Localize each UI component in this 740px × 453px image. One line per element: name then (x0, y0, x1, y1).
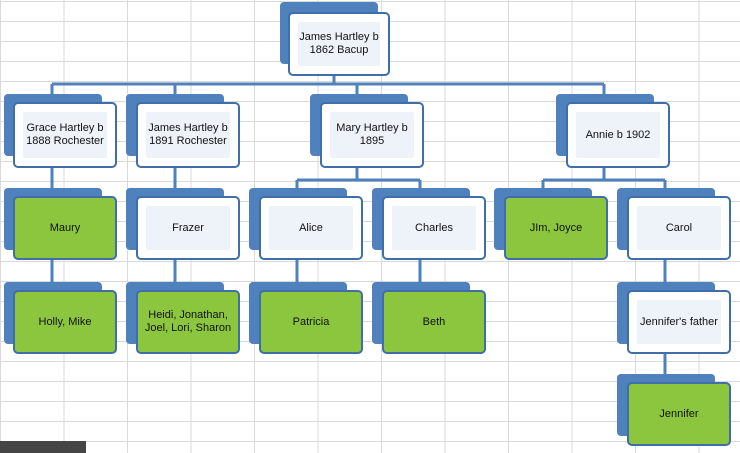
dark-overlay-bar (0, 441, 86, 453)
node-label: Patricia (292, 315, 330, 328)
node-label: Charles (415, 221, 453, 234)
node-label: Maury (49, 221, 81, 234)
node-label: Carol (665, 221, 693, 234)
node-label: Grace Hartley b 1888 Rochester (26, 122, 104, 147)
node-label: James Hartley b 1862 Bacup (299, 31, 379, 56)
node-label: Jennifer's father (640, 315, 718, 328)
node-label: Frazer (172, 221, 204, 234)
node-label: Heidi, Jonathan, Joel, Lori, Sharon (144, 309, 232, 334)
node-label: James Hartley b 1891 Rochester (148, 122, 228, 147)
node-label: Jennifer (659, 407, 699, 420)
node-label: Mary Hartley b 1895 (336, 122, 408, 147)
node-label: Beth (422, 315, 446, 328)
node-label: Alice (299, 221, 323, 234)
node-label: Annie b 1902 (585, 128, 651, 141)
node-label: Holly, Mike (38, 315, 92, 328)
node-label: JIm, Joyce (529, 221, 583, 234)
